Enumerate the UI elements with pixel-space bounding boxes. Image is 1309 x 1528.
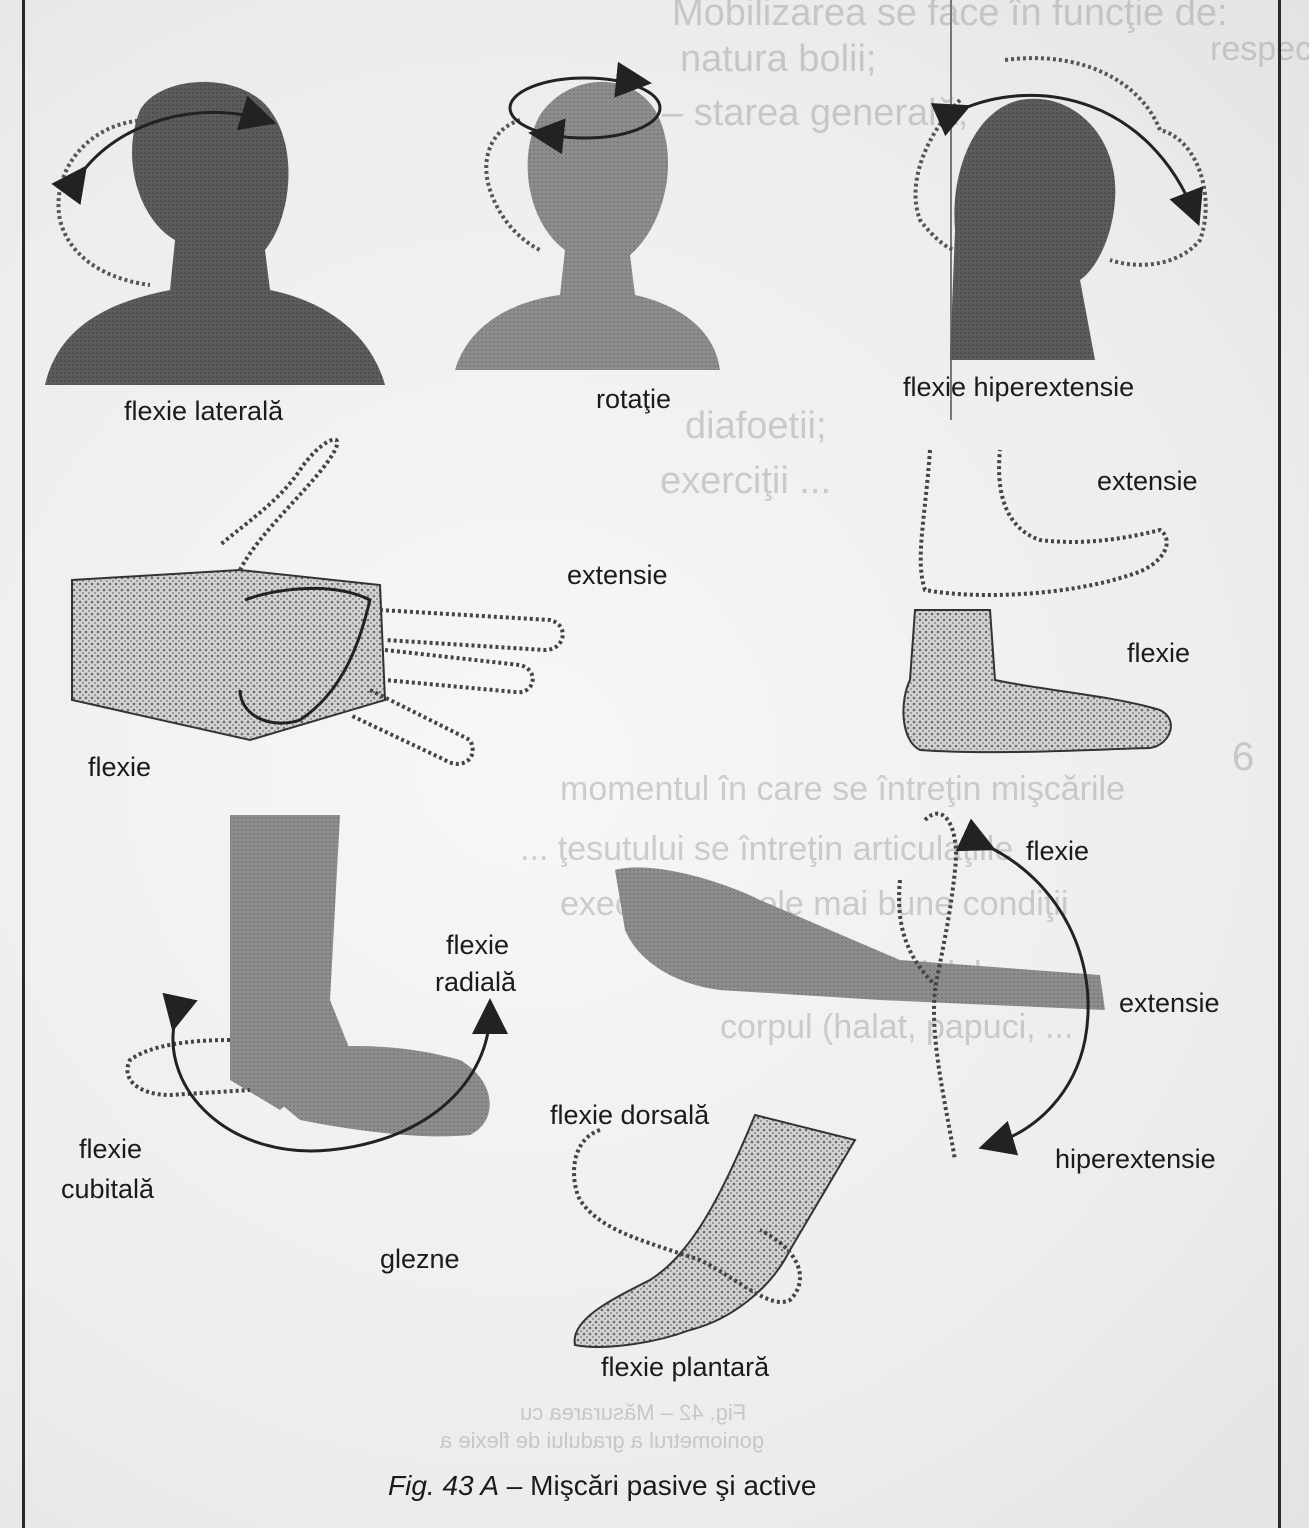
figure-hand: [72, 440, 563, 764]
label-plantar-flexion: flexie plantară: [601, 1352, 769, 1383]
label-elbow-extension: extensie: [1119, 988, 1220, 1019]
figure-flexion-hyperextension: [916, 58, 1206, 360]
label-ankles: glezne: [380, 1244, 460, 1275]
label-foot-extension: extensie: [1097, 466, 1198, 497]
label-radial-flexion-1: flexie: [446, 930, 509, 961]
label-ulnar-flexion-1: flexie: [79, 1134, 142, 1165]
label-elbow-flexion: flexie: [1026, 836, 1089, 867]
label-elbow-hyperextension: hiperextensie: [1055, 1144, 1216, 1175]
label-dorsal-flexion: flexie dorsală: [550, 1100, 709, 1131]
label-flexion-hyperextension: flexie hiperextensie: [903, 372, 1134, 403]
caption-dash: –: [507, 1470, 523, 1501]
figure-rotation: [455, 78, 720, 370]
label-foot-flexion: flexie: [1127, 638, 1190, 669]
label-hand-extension: extensie: [567, 560, 668, 591]
figure-ankle: [574, 1115, 855, 1347]
figure-foot-flexion: [903, 610, 1170, 752]
caption-title: Mişcări pasive şi active: [530, 1470, 816, 1501]
label-rotation: rotaţie: [596, 384, 671, 415]
figure-caption: Fig. 43 A – Mişcări pasive şi active: [388, 1470, 816, 1502]
figure-lateral-flexion: [45, 82, 385, 385]
label-ulnar-flexion-2: cubitală: [61, 1174, 154, 1205]
label-radial-flexion-2: radială: [435, 967, 516, 998]
figure-reference: Fig. 43 A: [388, 1470, 499, 1501]
label-lateral-flexion: flexie laterală: [124, 396, 283, 427]
label-hand-flexion: flexie: [88, 752, 151, 783]
